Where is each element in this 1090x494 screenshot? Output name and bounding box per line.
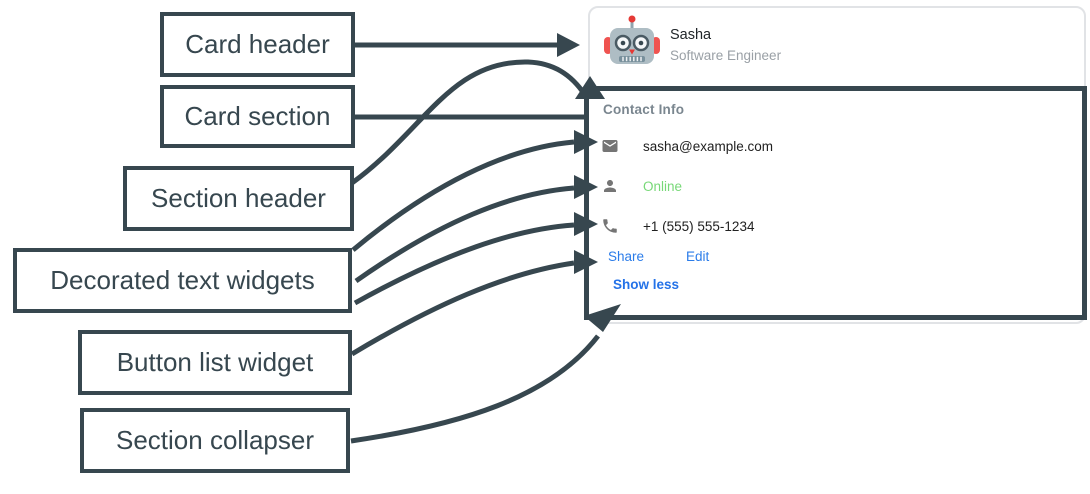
arrow-button-list	[350, 260, 575, 357]
label-button-list-widget: Button list widget	[78, 330, 352, 395]
status-text: Online	[643, 178, 683, 194]
label-decorated-text-widgets: Decorated text widgets	[13, 248, 352, 313]
arrowhead-card-header	[557, 33, 580, 57]
arrow-section-header	[350, 59, 588, 186]
decorated-text-row-email: sasha@example.com	[601, 136, 773, 156]
decorated-text-row-phone: +1 (555) 555-1234	[601, 216, 754, 236]
arrow-section-collapser	[350, 334, 600, 444]
arrow-decorated-3	[353, 222, 575, 306]
section-header: Contact Info	[603, 102, 685, 117]
person-role: Software Engineer	[670, 48, 782, 63]
label-section-collapser: Section collapser	[80, 408, 350, 473]
label-card-header: Card header	[160, 12, 355, 77]
email-icon	[602, 140, 618, 152]
card-section: Contact Info sasha@example.com Online +1…	[584, 86, 1087, 320]
section-collapser-button[interactable]: Show less	[613, 277, 680, 292]
person-icon	[604, 180, 616, 192]
decorated-text-row-status: Online	[601, 176, 682, 196]
edit-button[interactable]: Edit	[686, 249, 710, 264]
arrow-decorated-1	[351, 139, 575, 252]
person-name: Sasha	[670, 27, 712, 43]
label-section-header: Section header	[123, 166, 354, 231]
phone-icon	[603, 219, 617, 233]
email-text: sasha@example.com	[643, 138, 774, 154]
phone-text: +1 (555) 555-1234	[643, 218, 755, 234]
button-list: Share Edit	[608, 249, 709, 264]
share-button[interactable]: Share	[608, 249, 645, 264]
arrow-decorated-2	[354, 185, 575, 284]
label-card-section: Card section	[160, 85, 355, 148]
robot-avatar-icon	[604, 15, 660, 64]
card-header: Sasha Software Engineer	[590, 8, 1084, 88]
